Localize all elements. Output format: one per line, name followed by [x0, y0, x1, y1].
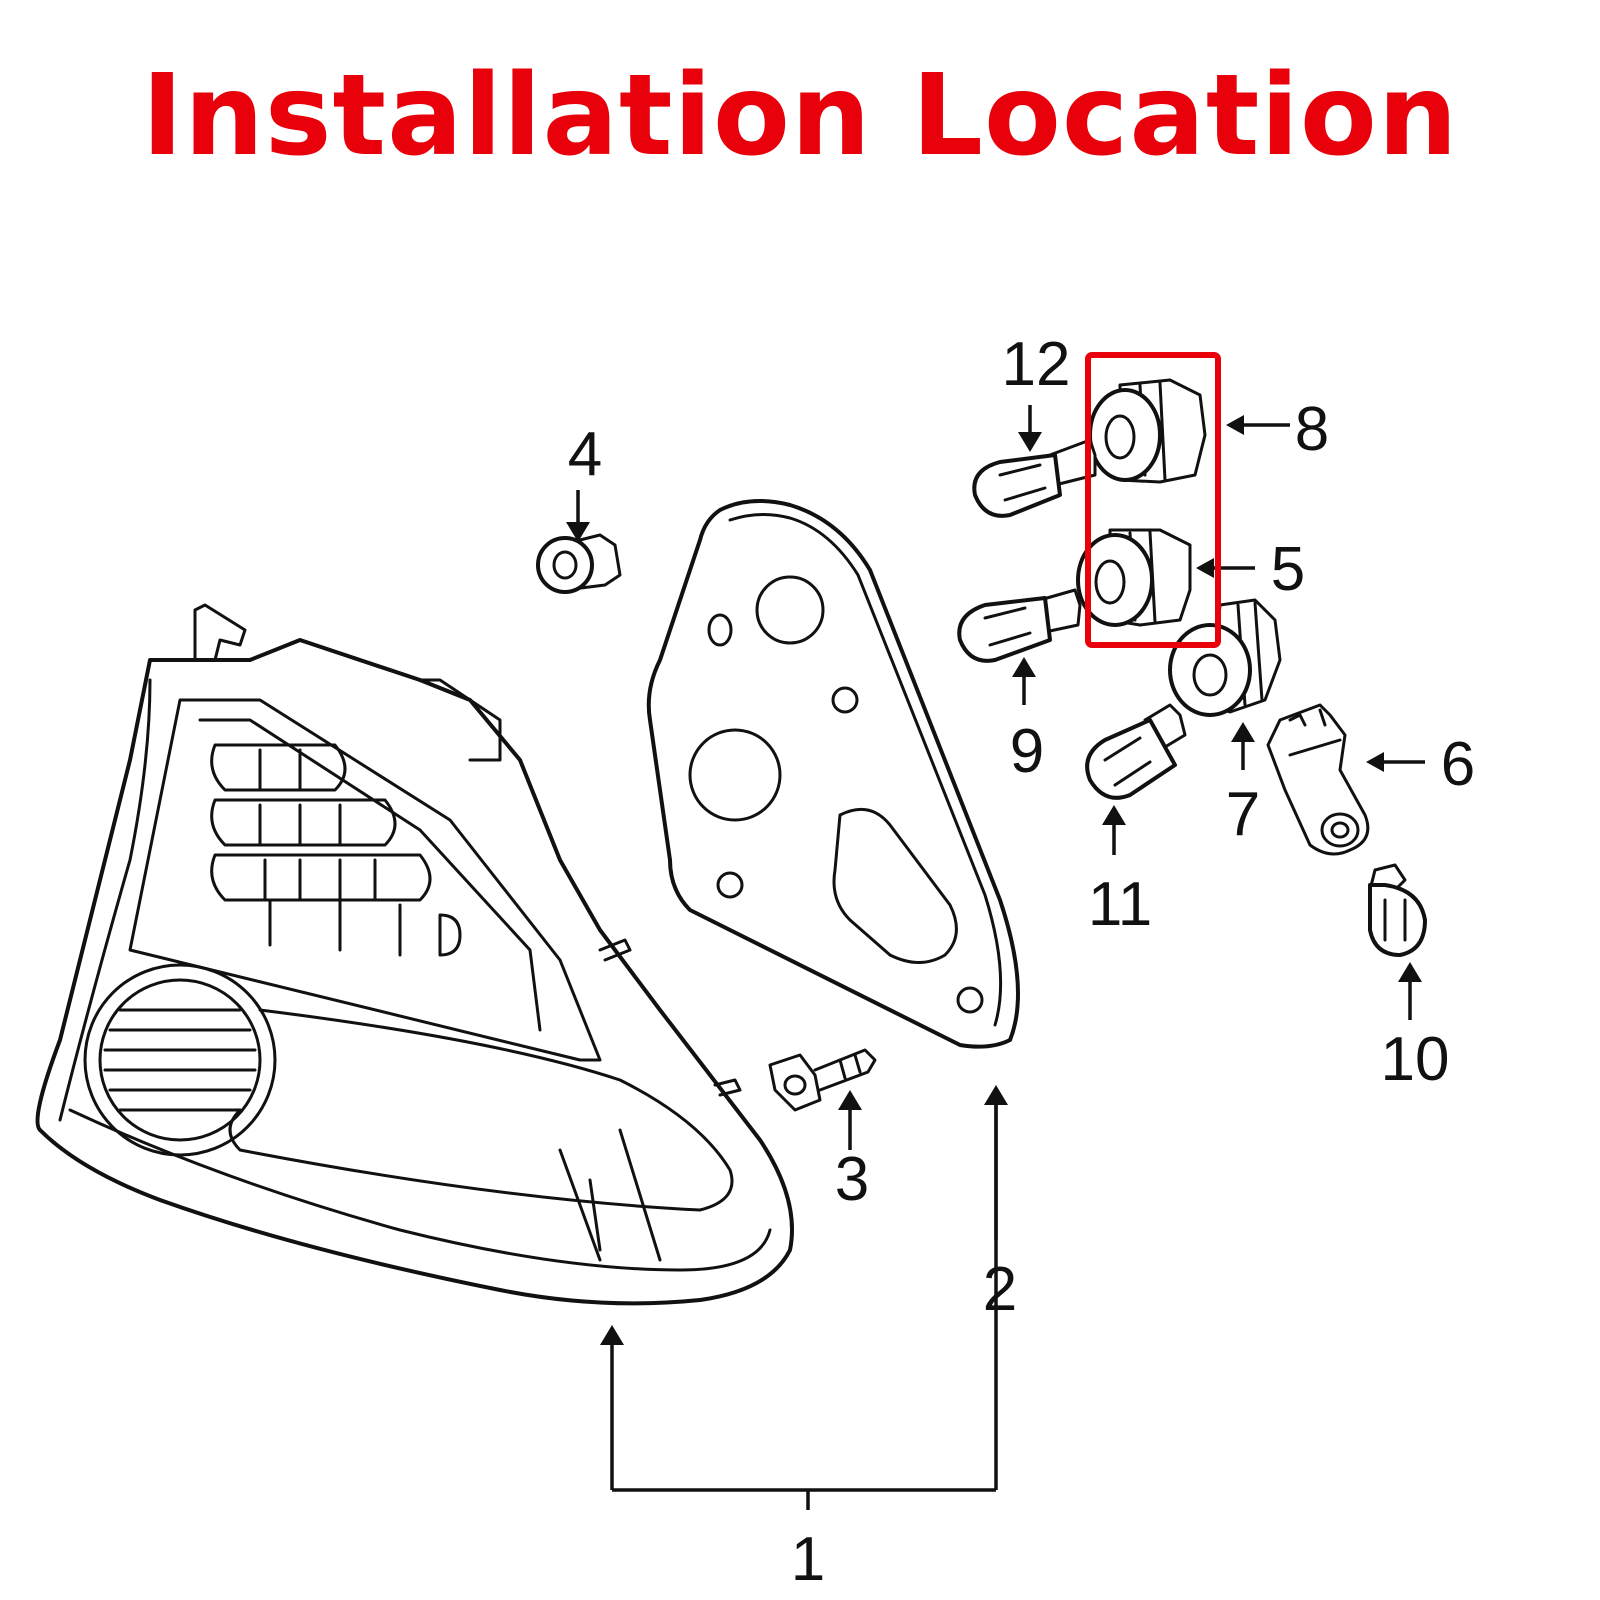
callout-1: 1	[791, 1525, 825, 1594]
bulb-10	[1368, 863, 1427, 957]
callout-numbers: 1 2 3 4 5 6 7 8 9 10 11 12	[568, 330, 1475, 1594]
bulb-9	[957, 588, 1082, 663]
highlight-box	[1085, 352, 1221, 648]
page-title: Installation Location	[141, 51, 1459, 181]
callout-7: 7	[1226, 780, 1260, 849]
socket-5	[1076, 528, 1192, 627]
leader-lines	[566, 405, 1425, 1510]
callout-4: 4	[568, 420, 602, 489]
tail-lamp-assembly	[35, 603, 794, 1306]
socket-7	[1168, 598, 1282, 717]
callout-3: 3	[835, 1145, 869, 1214]
grommet	[536, 533, 622, 594]
socket-8	[1088, 378, 1207, 484]
callout-12: 12	[1002, 330, 1071, 399]
callout-11: 11	[1088, 870, 1152, 939]
callout-5: 5	[1271, 535, 1305, 604]
stud-fastener	[768, 1048, 877, 1112]
bulb-holder-6	[1266, 703, 1370, 856]
callout-6: 6	[1441, 730, 1475, 799]
gasket-plate	[646, 499, 1020, 1049]
callout-8: 8	[1295, 395, 1329, 464]
callout-10: 10	[1381, 1025, 1450, 1094]
callout-2: 2	[983, 1255, 1017, 1324]
callout-9: 9	[1010, 717, 1044, 786]
bulb-12	[972, 438, 1097, 518]
bulb-11	[1085, 703, 1187, 800]
